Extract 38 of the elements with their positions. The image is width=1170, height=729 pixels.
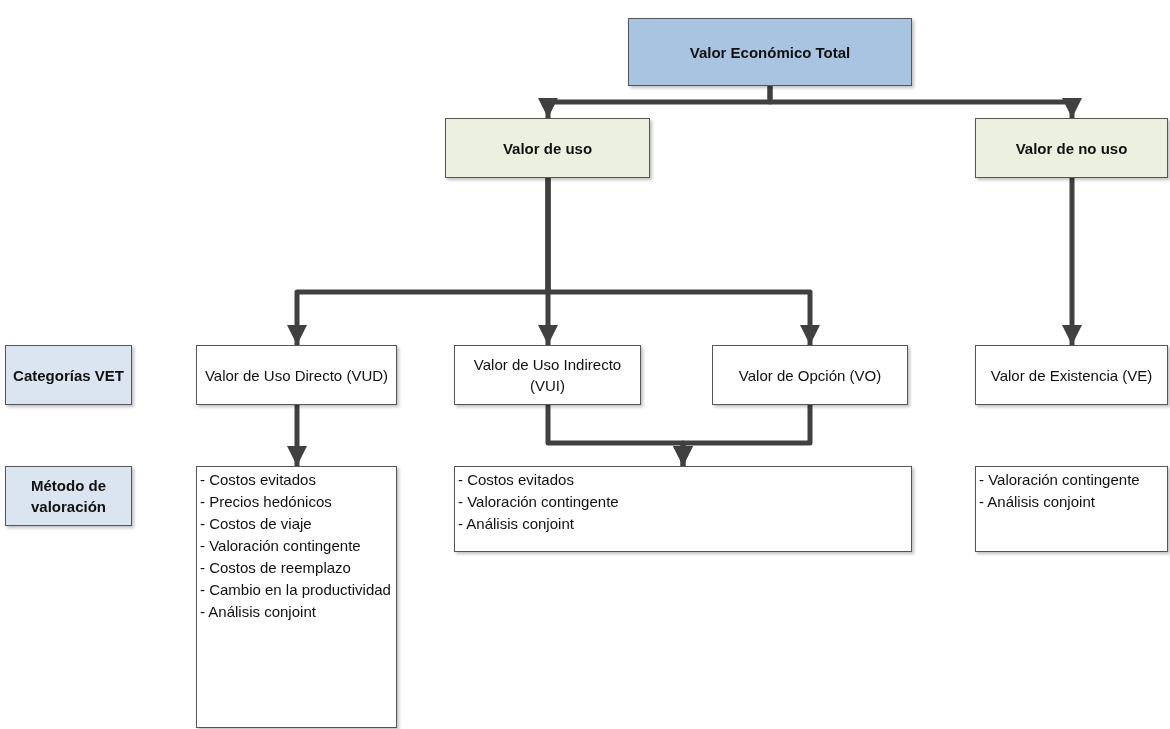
category-box	[975, 345, 1168, 405]
list-item: - Valoración contingente	[979, 470, 1140, 490]
arrow	[673, 405, 813, 466]
list-item: - Análisis conjoint	[979, 492, 1095, 512]
node-label: Método de valoración	[30, 476, 107, 517]
list-item: - Costos de reemplazo	[200, 558, 351, 578]
node-label: Categorías VET	[13, 365, 124, 386]
row-header-box	[5, 345, 132, 405]
arrow	[545, 178, 820, 345]
node-label: Valor de Uso Directo (VUD)	[204, 365, 389, 386]
node-label: Valor de Existencia (VE)	[990, 365, 1153, 386]
method-list-box	[454, 466, 912, 552]
list-item: - Cambio en la productividad	[200, 580, 391, 600]
node-label: Valor de uso	[502, 138, 593, 159]
method-list-box	[196, 466, 397, 728]
list-item: - Análisis conjoint	[458, 514, 574, 534]
list-item: - Valoración contingente	[200, 536, 361, 556]
method-list-box	[975, 466, 1168, 552]
node-label: Valor de Opción (VO)	[738, 365, 882, 386]
category-box	[454, 345, 641, 405]
list-item: - Costos evitados	[200, 470, 316, 490]
list-item: - Precios hedónicos	[200, 492, 332, 512]
list-item: - Costos evitados	[458, 470, 574, 490]
node-label: Valor de Uso Indirecto (VUI)	[472, 355, 623, 396]
row-header-box	[5, 466, 132, 526]
list-item: - Análisis conjoint	[200, 602, 316, 622]
list-item: - Valoración contingente	[458, 492, 619, 512]
category-box	[445, 118, 650, 178]
node-label: Valor Económico Total	[689, 42, 851, 63]
category-box	[628, 18, 912, 86]
category-box	[975, 118, 1168, 178]
arrow	[287, 405, 307, 466]
category-box	[196, 345, 397, 405]
arrow	[767, 86, 1082, 118]
node-label: Valor de no uso	[1015, 138, 1128, 159]
arrow	[1062, 178, 1082, 345]
category-box	[712, 345, 908, 405]
list-item: - Costos de viaje	[200, 514, 312, 534]
